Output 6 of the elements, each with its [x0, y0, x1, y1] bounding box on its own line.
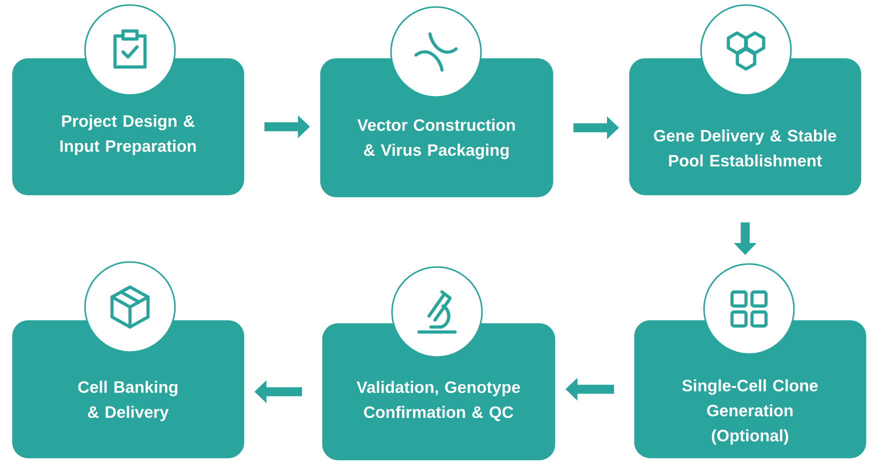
step-box: Cell Banking & Delivery [12, 320, 244, 458]
step-box: Single-Cell Clone Generation (Optional) [634, 320, 866, 458]
step-box: Project Design & Input Preparation [12, 58, 244, 196]
step-box: Vector Construction & Virus Packaging [320, 58, 554, 198]
step-box: Validation, Genotype Confirmation & QC [322, 323, 556, 460]
step-box: Gene Delivery & Stable Pool Establishment [629, 58, 862, 196]
